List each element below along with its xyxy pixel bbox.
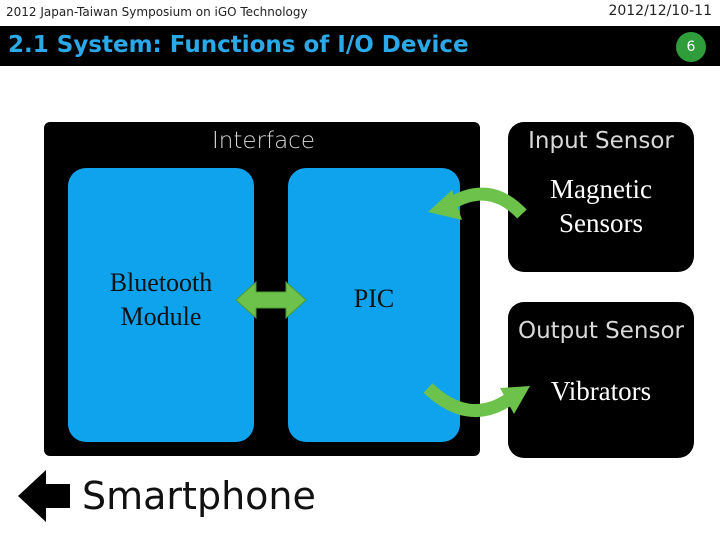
- bluetooth-module-box: Bluetooth Module: [68, 168, 254, 442]
- input-sensor-panel: Input Sensor Magnetic Sensors: [508, 122, 694, 272]
- bluetooth-module-label: Bluetooth Module: [109, 268, 213, 331]
- smartphone-label: Smartphone: [82, 474, 316, 518]
- slide-date: 2012/12/10-11: [608, 3, 712, 19]
- title-bar: 2.1 System: Functions of I/O Device 6: [0, 26, 720, 66]
- double-arrow-icon: [235, 280, 307, 320]
- slide-title: 2.1 System: Functions of I/O Device: [8, 32, 469, 58]
- output-sensor-panel: Output Sensor Vibrators: [508, 302, 694, 458]
- conference-name: 2012 Japan-Taiwan Symposium on iGO Techn…: [6, 5, 308, 19]
- pic-label: PIC: [353, 284, 395, 313]
- curved-arrow-icon: [428, 187, 527, 220]
- output-sensor-title: Output Sensor: [517, 318, 685, 344]
- output-sensor-device: Vibrators: [550, 376, 652, 406]
- page-number-badge: 6: [676, 32, 706, 62]
- input-sensor-device: Magnetic Sensors: [550, 174, 652, 238]
- slide-header: 2012 Japan-Taiwan Symposium on iGO Techn…: [0, 0, 720, 26]
- curved-arrow-icon: [423, 383, 530, 418]
- input-sensor-title: Input Sensor: [528, 128, 674, 154]
- left-arrow-icon: [18, 470, 70, 522]
- interface-label: Interface: [212, 128, 315, 154]
